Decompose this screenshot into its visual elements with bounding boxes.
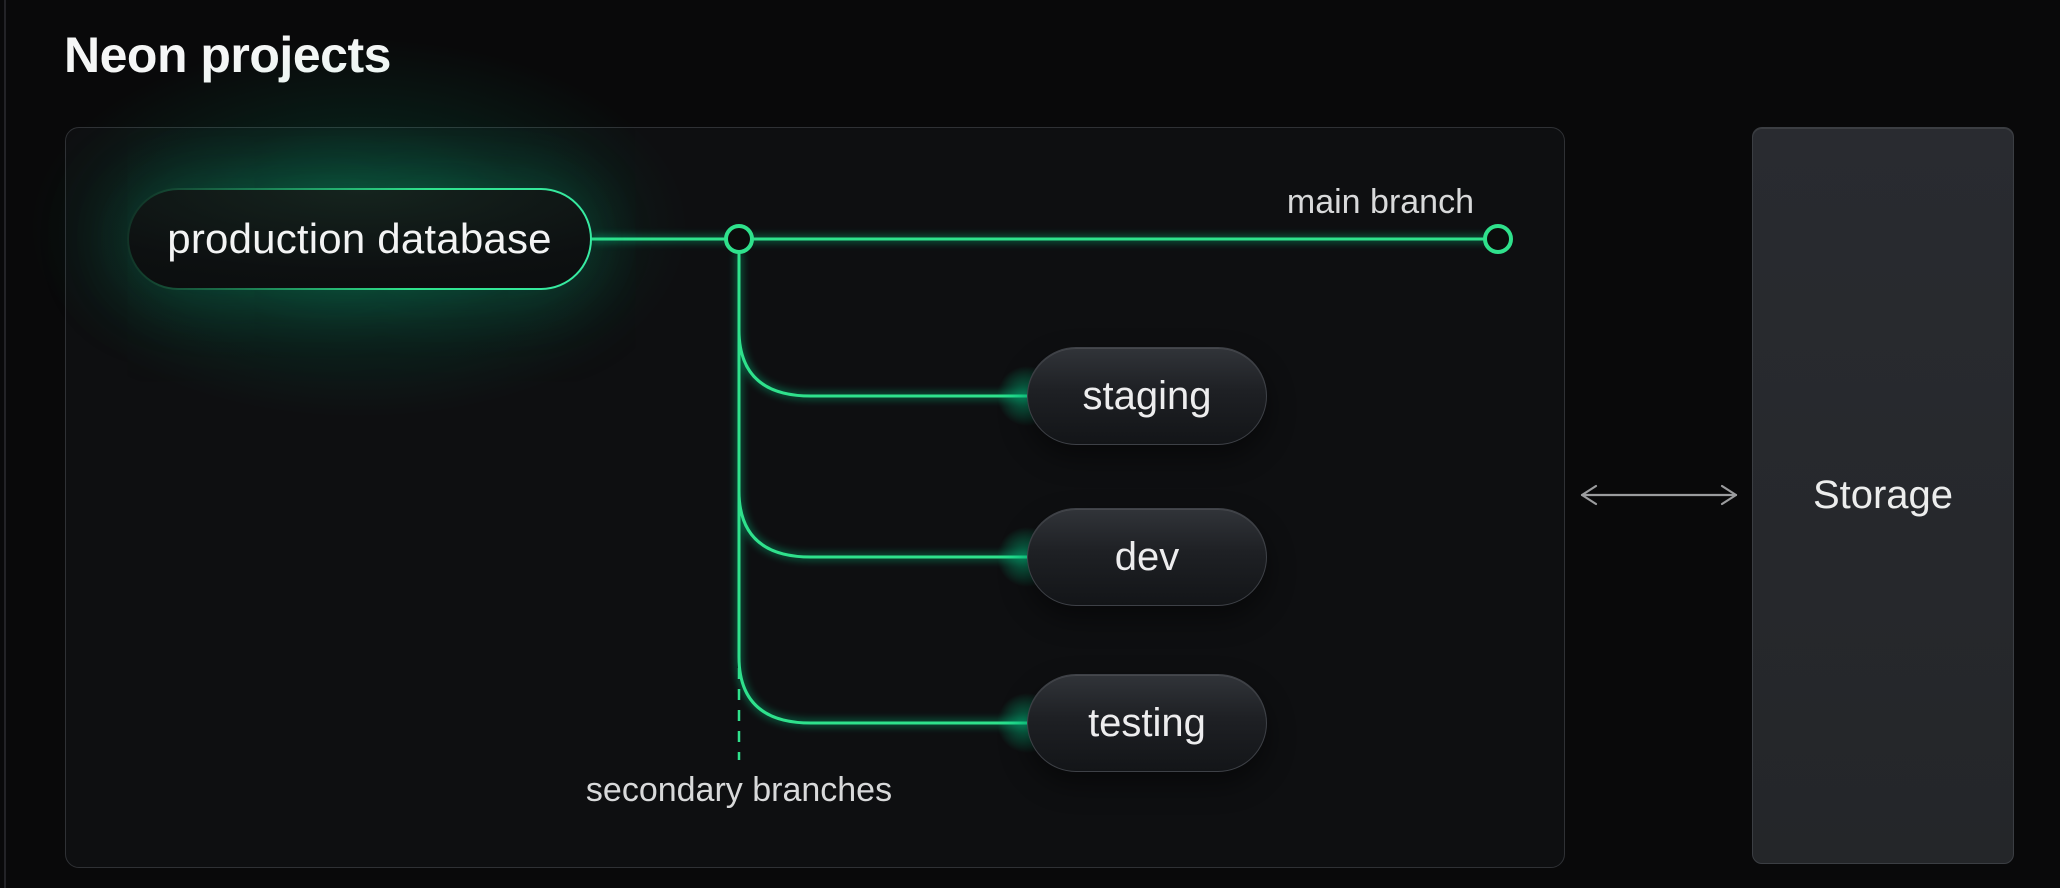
branch-node-staging: staging [1027,347,1267,445]
branch-node-dev: dev [1027,508,1267,606]
branch-junction-node [724,224,754,254]
storage-box: Storage [1752,127,2014,864]
production-database-node: production database [127,188,592,290]
secondary-branches-label: secondary branches [585,771,893,809]
projects-panel: production database staging dev testing … [29,38,1565,868]
line-glow-layer [592,235,1498,727]
branch-line-testing [737,252,1027,725]
storage-label: Storage [1812,473,1954,517]
production-database-label: production database [167,215,552,262]
main-branch-label: main branch [1286,183,1474,221]
main-branch-endpoint-node [1483,224,1513,254]
bidirectional-arrow-icon [1580,484,1738,506]
left-edge-divider [4,0,6,888]
branch-node-testing: testing [1027,674,1267,772]
production-database-node-body: production database [129,190,590,288]
branch-line-dev [737,252,1027,559]
branch-label-staging: staging [1082,373,1212,418]
branch-line-staging [737,252,1027,398]
branch-label-testing: testing [1088,700,1206,745]
branch-label-dev: dev [1114,534,1180,579]
